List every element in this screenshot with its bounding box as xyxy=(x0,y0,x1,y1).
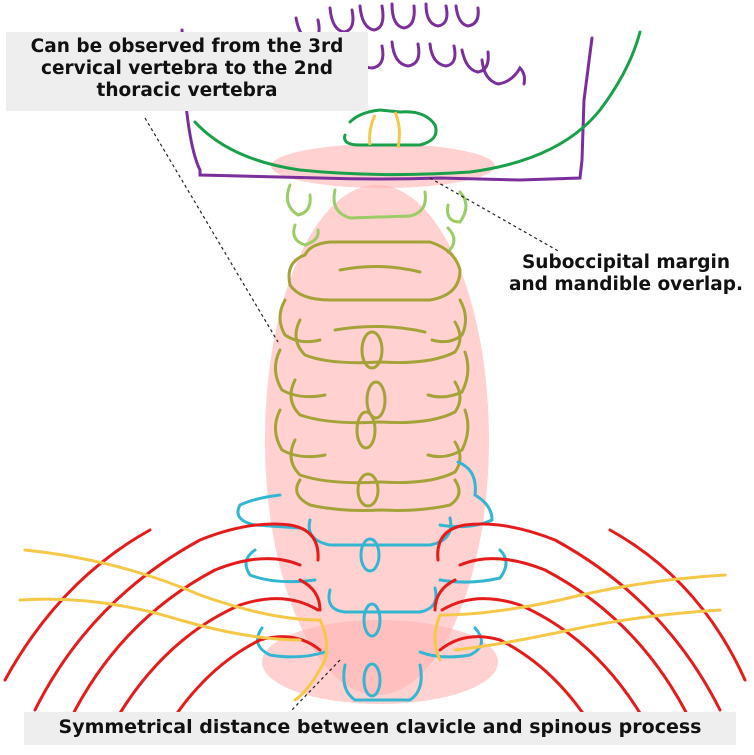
leader-line-suboccipital xyxy=(429,177,561,253)
vertebra-range-label: Can be observed from the 3rd cervical ve… xyxy=(6,32,368,111)
vertebra-range-line-3: thoracic vertebra xyxy=(96,80,278,102)
ribs-icon xyxy=(3,522,747,742)
suboccipital-label: Suboccipital margin and mandible overlap… xyxy=(498,252,754,297)
leader-lines xyxy=(144,117,561,713)
suboccipital-highlight xyxy=(271,144,495,188)
clavicle-label: Symmetrical distance between clavicle an… xyxy=(24,712,736,745)
atlas-icon xyxy=(368,111,401,149)
leader-line-clavicle xyxy=(289,659,341,713)
clavicles-icon xyxy=(18,548,727,702)
suboccipital-line-1: Suboccipital margin xyxy=(521,252,731,273)
suboccipital-line-2: and mandible overlap. xyxy=(509,274,743,296)
skull-icon xyxy=(180,2,594,182)
clavicle-highlight xyxy=(262,620,498,704)
mandible-icon xyxy=(193,30,642,177)
vertebra-range-line-2: cervical vertebra to the 2nd xyxy=(41,58,333,80)
upper-cervical-vertebrae-icon xyxy=(285,183,468,254)
cervical-vertebrae-icon xyxy=(274,240,470,512)
leader-line-vertebra-range xyxy=(144,117,279,343)
cervical-highlight-column xyxy=(265,185,489,695)
vertebra-range-line-1: Can be observed from the 3rd xyxy=(30,36,344,57)
